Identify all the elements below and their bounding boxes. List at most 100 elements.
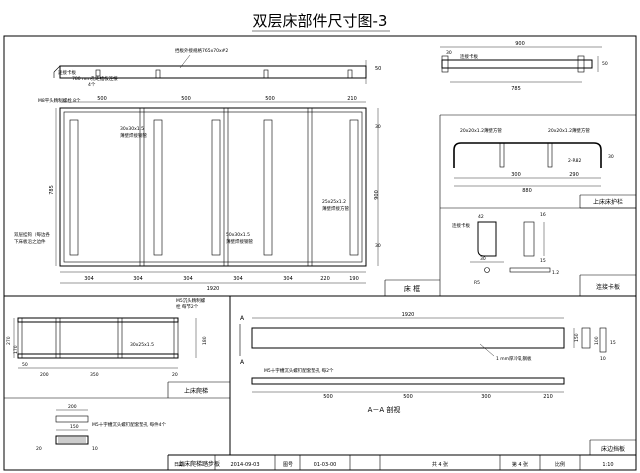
ladder-label: 上床爬梯	[184, 387, 208, 395]
frame-note-tube2: 25x25x1.2	[322, 199, 346, 205]
guardrail-note-r: 2-R82	[568, 158, 581, 164]
end-view-note: 连接卡板	[460, 53, 478, 60]
side-dim-bottom-2: 300	[481, 394, 491, 400]
ladder-dim-20: 20	[172, 372, 178, 378]
side-dim-15: 15	[610, 340, 616, 346]
rail-note-board: 挡板外接规格765x70x#2	[175, 47, 228, 54]
ladder-dim-180: 180	[202, 336, 208, 345]
frame-dim-top-1: 500	[181, 96, 191, 102]
frame-note-tube1: 30x30x1.5	[120, 126, 144, 132]
end-view-dim-900: 900	[515, 41, 525, 47]
guardrail-note-right: 20x20x1.2薄壁方管	[548, 127, 590, 134]
end-view-dim-50: 50	[602, 61, 608, 67]
clip-dim-16: 16	[540, 212, 546, 218]
step-dim-20: 20	[36, 446, 42, 452]
rail-note-count: 4个	[88, 82, 96, 88]
frame-note-m8: M8平头精制螺栓 8个	[38, 97, 81, 104]
clip-note: 连接卡板	[452, 222, 470, 229]
side-section-label: A－A 剖视	[368, 405, 401, 414]
sheet-border	[3, 35, 637, 471]
titleblock-cell-2: 图号	[283, 462, 293, 468]
side-note-screw: M5十字槽沉头螺钉配套垫孔 每2个	[264, 367, 334, 374]
titleblock-cell-1: 2014-09-03	[230, 462, 259, 468]
side-board-drawing	[239, 317, 607, 393]
guardrail-dim-290: 290	[569, 172, 579, 178]
step-drawing	[55, 409, 89, 445]
step-dim-10: 10	[92, 446, 98, 452]
titleblock-cell-3: 01-03-00	[314, 462, 337, 468]
side-dim-total: 1920	[402, 312, 415, 318]
side-marker-a-bottom: A	[240, 359, 245, 366]
rail-end-view	[440, 46, 602, 83]
frame-note-hook2: 下床板沿之边件	[14, 238, 46, 245]
end-view-dim-785: 785	[511, 86, 521, 92]
side-dim-150: 150	[574, 333, 580, 342]
frame-dim-bottom-4: 304	[283, 276, 293, 282]
side-dim-10: 10	[600, 356, 606, 362]
step-note: M5十字槽沉头螺钉配套垫孔 每件4个	[92, 421, 167, 428]
side-dim-bottom-3: 210	[543, 394, 553, 400]
clip-dim-12: 1.2	[552, 270, 559, 276]
side-dim-bottom-0: 500	[323, 394, 333, 400]
frame-side-rail: 50 连接卡板 780 mm孔距插板连接 4个 挡板外接规格765x70x#2	[53, 47, 381, 88]
frame-dim-30-bottom: 30	[375, 243, 381, 249]
step-dim-200: 200	[68, 404, 77, 410]
side-dimensions: 500 500 300 210	[323, 394, 553, 400]
ladder-note-tube: 30x25x1.5	[130, 342, 154, 348]
titleblock-cell-4: 共 4 张	[432, 461, 448, 468]
frame-note-tube1-sub: 薄壁焊接钢管	[120, 132, 147, 139]
frame-dim-top-0: 500	[97, 96, 107, 102]
ladder-dim-200: 200	[40, 372, 49, 378]
guardrail-dim-300: 300	[511, 172, 521, 178]
frame-dim-left: 785	[49, 185, 55, 195]
side-dim-bottom-1: 500	[403, 394, 413, 400]
clip-plate-drawing	[470, 221, 551, 273]
ladder-dim-50: 50	[22, 362, 28, 368]
ladder-dim-170: 170	[13, 345, 19, 354]
guardrail-note-left: 20x20x1.2薄壁方管	[460, 127, 502, 134]
bed-frame	[55, 101, 379, 284]
frame-dim-bottom-1: 304	[133, 276, 143, 282]
clip-dim-42: 42	[478, 214, 484, 220]
frame-dim-bottom-2: 304	[183, 276, 193, 282]
side-marker-a-top: A	[240, 315, 245, 322]
clip-dim-30: 30	[480, 256, 486, 262]
frame-dim-side: 900	[374, 190, 380, 200]
titleblock-cell-5: 第 4 张	[512, 461, 528, 468]
frame-label: 床 框	[404, 284, 420, 293]
ladder-dim-350: 350	[90, 372, 99, 378]
titleblock-cell-0: 日期	[174, 462, 184, 468]
rail-note-hole: 780 mm孔距插板连接	[72, 75, 118, 82]
frame-note-tube3: 50x30x1.5	[226, 232, 250, 238]
frame-dim-bottom-6: 190	[349, 276, 359, 282]
guardrail-dim-880: 880	[522, 188, 532, 194]
rail-dim-50: 50	[375, 66, 381, 72]
titleblock-cell-6: 比例	[555, 461, 565, 468]
frame-dim-total: 1920	[207, 286, 220, 292]
side-dim-100: 100	[594, 336, 600, 345]
ladder-dim-270: 270	[6, 336, 12, 345]
frame-note-tube2-sub: 薄壁焊接方管	[322, 205, 349, 212]
titleblock-cell-7: 1:10	[602, 462, 613, 468]
clip-dim-r5: R5	[474, 280, 480, 286]
frame-note-tube3-sub: 薄壁焊接钢管	[226, 238, 253, 245]
guardrail-label: 上床床护栏	[593, 198, 623, 206]
side-note-thickness: 1 mm厚冷轧钢板	[496, 355, 532, 362]
clip-dim-15: 15	[540, 258, 546, 264]
guardrail-dim-30: 30	[608, 154, 614, 160]
frame-dim-top-2: 500	[265, 96, 275, 102]
title-block: 日期 2014-09-03 图号 01-03-00 共 4 张 第 4 张 比例 1:10	[167, 455, 637, 470]
frame-dim-30-top: 30	[375, 124, 381, 130]
step-dim-150: 150	[70, 424, 79, 430]
end-view-dim-30: 30	[446, 50, 452, 56]
side-label: 床边挡板	[601, 445, 625, 453]
frame-dim-top-3: 210	[347, 96, 357, 102]
ladder-note-top2: 栓 每节2个	[176, 303, 199, 310]
sheet-title: 双层床部件尺寸图-3	[253, 12, 388, 30]
guardrail-drawing	[453, 142, 602, 187]
frame-dim-bottom-5: 220	[320, 276, 330, 282]
rail-note-clip: 连接卡板	[58, 69, 76, 76]
frame-dim-bottom-3: 304	[233, 276, 243, 282]
